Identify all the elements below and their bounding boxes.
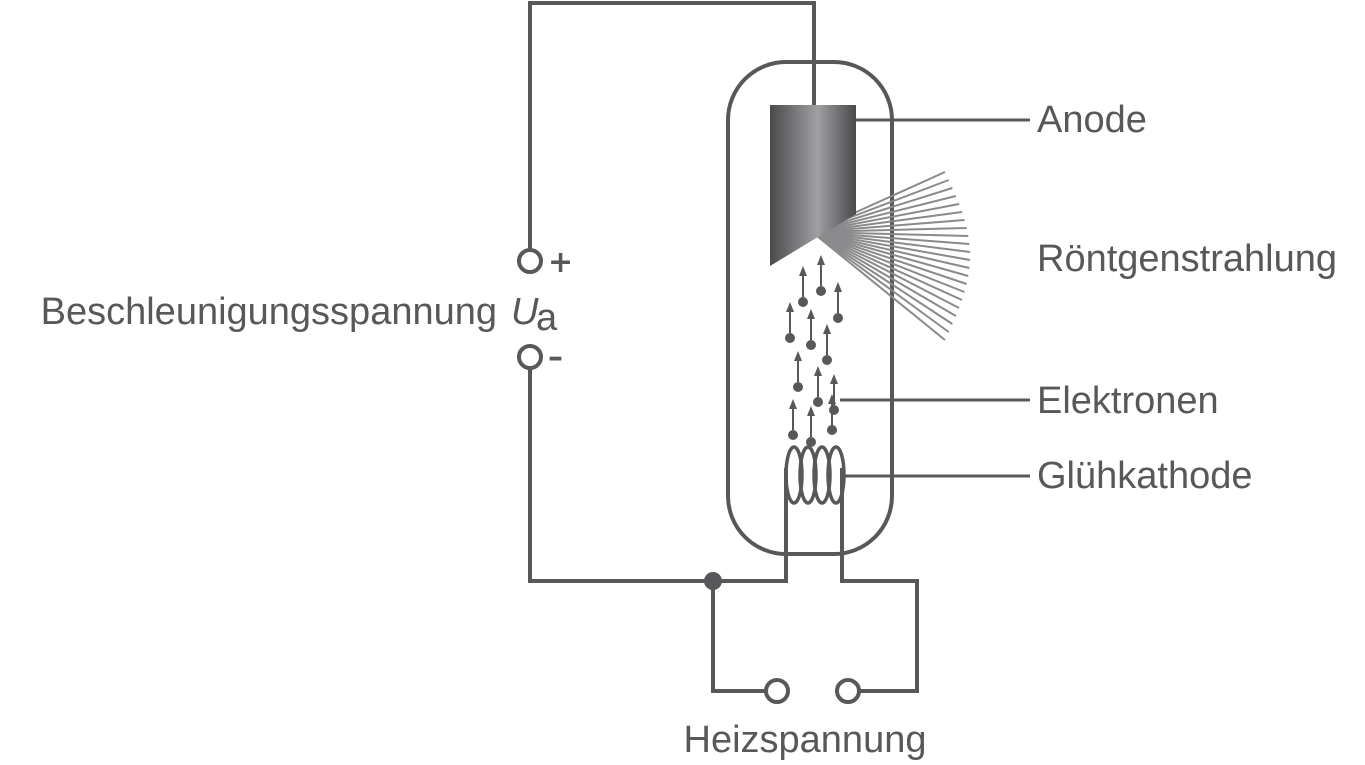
filament-turn xyxy=(784,445,804,505)
anode xyxy=(770,105,856,266)
plus-terminal xyxy=(517,248,543,274)
electron xyxy=(793,351,803,392)
electron xyxy=(816,255,826,296)
cathode-wire-left xyxy=(528,368,788,583)
label-acceleration-symbol: U xyxy=(511,291,539,333)
x-ray-beam xyxy=(811,231,963,301)
heating-wire-left xyxy=(711,581,766,693)
electron xyxy=(833,282,843,323)
minus-sign: – xyxy=(548,340,563,375)
terminals xyxy=(517,248,861,704)
x-ray-beam xyxy=(811,231,953,325)
x-ray-beam xyxy=(811,231,969,237)
cathode-wire-right xyxy=(840,468,919,693)
label-heating-voltage: Heizspannung xyxy=(684,719,927,761)
x-ray-beam xyxy=(811,231,970,269)
x-ray-beam xyxy=(811,231,967,285)
leader-lines xyxy=(840,118,1030,478)
label-acceleration-subscript: a xyxy=(536,297,558,339)
electron-stream xyxy=(785,255,843,447)
x-ray-beam xyxy=(811,219,965,233)
x-ray-beam xyxy=(811,231,957,317)
electron xyxy=(785,302,795,343)
filament-turn xyxy=(812,445,832,505)
cathode-filament xyxy=(784,445,846,505)
label-xray: Röntgenstrahlung xyxy=(1037,238,1337,280)
heating-terminal-left xyxy=(764,678,790,704)
x-ray-beam xyxy=(811,211,963,233)
minus-terminal xyxy=(517,344,543,370)
x-ray-beam xyxy=(811,231,960,309)
x-ray-beam xyxy=(811,203,960,233)
plus-sign: + xyxy=(548,245,573,280)
electron xyxy=(827,394,837,435)
anode-wire xyxy=(528,1,816,250)
x-ray-beams xyxy=(811,171,971,341)
x-ray-beam xyxy=(811,231,965,293)
electron xyxy=(798,266,808,307)
circuit-wires xyxy=(528,1,919,693)
electron xyxy=(829,374,839,415)
x-ray-beam xyxy=(811,231,950,333)
electron xyxy=(822,324,832,365)
electron xyxy=(788,399,798,440)
x-ray-beam xyxy=(811,231,946,341)
junction-dot xyxy=(704,572,722,590)
electron xyxy=(806,309,816,350)
electron xyxy=(813,366,823,407)
label-acceleration-voltage: Beschleunigungsspannung xyxy=(41,291,497,333)
heating-terminal-right xyxy=(835,678,861,704)
x-ray-beam xyxy=(811,231,971,261)
label-anode: Anode xyxy=(1037,99,1147,141)
x-ray-beam xyxy=(811,227,967,233)
electron xyxy=(806,406,816,447)
x-ray-beam xyxy=(811,231,970,245)
x-ray-beam xyxy=(811,231,969,277)
x-ray-beam xyxy=(811,231,971,253)
filament-turn xyxy=(798,445,818,505)
tube-envelope xyxy=(726,60,894,556)
label-electrons: Elektronen xyxy=(1037,380,1219,422)
label-cathode: Glühkathode xyxy=(1037,455,1253,497)
